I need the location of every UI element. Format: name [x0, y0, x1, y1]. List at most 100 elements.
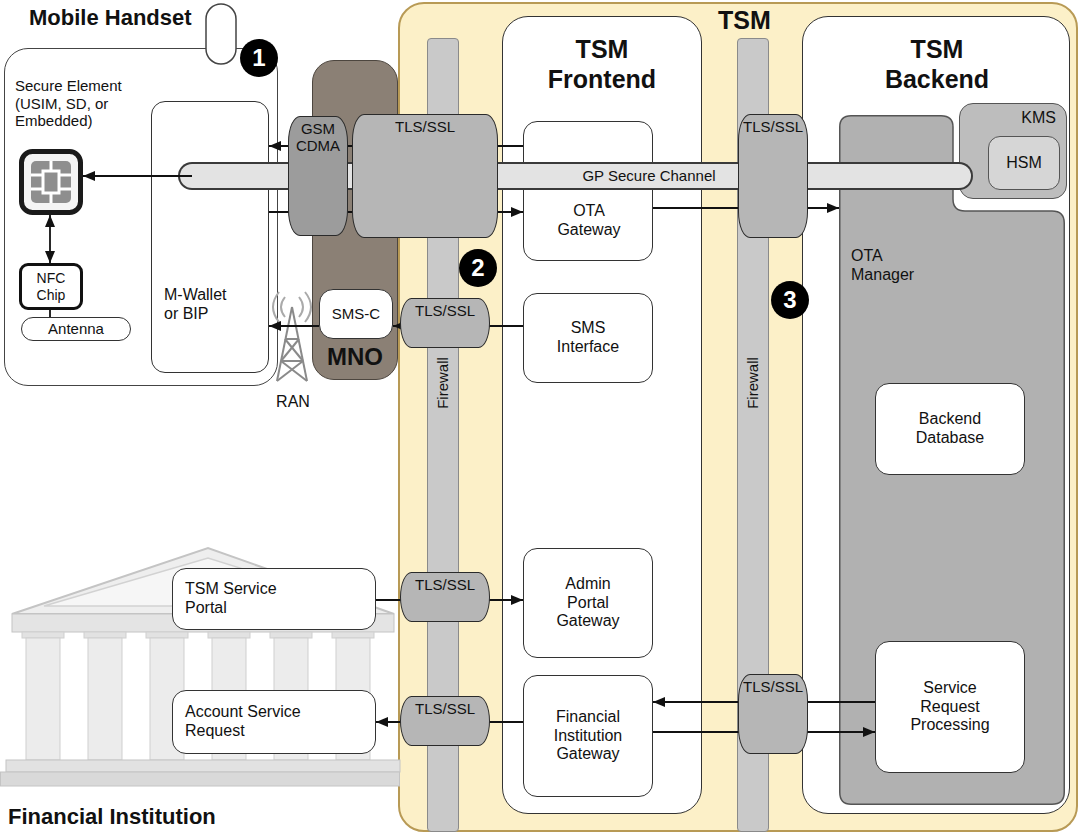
chip-contacts — [31, 161, 71, 203]
heading-label: TSM Frontend — [537, 35, 667, 94]
heading-label: TSM — [718, 6, 818, 36]
channel-label: GP Secure Channel — [566, 166, 732, 186]
chip-contact-line — [31, 174, 43, 177]
building-column — [26, 638, 60, 760]
label-holder: 2 — [459, 249, 497, 287]
ota-manager-shape — [840, 116, 1065, 805]
secure-element-chip: Secure Element (USIM, SD, or Embedded) — [19, 149, 83, 215]
heading-label: Financial Institution — [8, 804, 328, 830]
building-column — [88, 638, 122, 760]
protocol-collar: TLS/SSL — [400, 572, 490, 622]
tower-strut — [277, 361, 303, 381]
label-holder: TLS/SSL — [738, 114, 808, 238]
heading-label: Firewall — [744, 357, 762, 409]
arrow-connector — [269, 326, 319, 327]
heading-label: Mobile Handset — [29, 5, 249, 31]
tower-strut — [281, 339, 299, 361]
label-holder: 1 — [240, 39, 278, 77]
handset-outline: Mobile HandsetSecure Element (USIM, SD, … — [4, 48, 278, 386]
protocol-collar: GSM CDMA — [288, 116, 348, 236]
gateway-box: Financial Institution Gateway — [523, 675, 653, 797]
label-holder: TLS/SSL — [738, 674, 808, 754]
box-label: NFC Chip — [28, 270, 74, 303]
tower-strut — [281, 360, 303, 362]
box-label: Backend Database — [905, 410, 995, 448]
building-step — [1, 772, 400, 786]
callout-number: 1 — [240, 39, 278, 77]
network-label: RAN — [268, 392, 318, 412]
column-capital — [208, 632, 250, 638]
label-holder: GP Secure Channel — [566, 166, 732, 186]
connector-line — [49, 215, 51, 263]
chip-contact-line — [31, 188, 43, 191]
label-holder: TLS/SSL — [400, 696, 490, 746]
wallet-box: M-Wallet or BIP — [151, 101, 269, 373]
box-label: Account Service Request — [185, 703, 315, 741]
box-label: Antenna — [48, 320, 104, 338]
label-holder: TLS/SSL — [400, 572, 490, 622]
heading-label: OTA Gateway — [549, 202, 629, 240]
database-box: Backend Database — [875, 383, 1025, 475]
box-label: SMS-C — [332, 305, 380, 323]
protocol-collar: TLS/SSL — [400, 696, 490, 746]
box-label: SMS Interface — [548, 319, 628, 357]
frontend-panel: TSM FrontendOTA GatewaySMS InterfaceAdmi… — [502, 16, 702, 814]
nfc-chip-box: NFC Chip — [19, 263, 83, 310]
box-label: HSM — [1006, 154, 1042, 173]
antenna-box: Antenna — [21, 317, 131, 341]
connector-line — [269, 325, 319, 327]
heading-label: TSM Backend — [872, 35, 1002, 94]
antenna-illustration — [205, 3, 239, 67]
heading-label: KMS — [960, 109, 1056, 128]
antenna-shape — [206, 4, 236, 64]
arrow-connector — [50, 215, 51, 263]
box-label: Financial Institution Gateway — [543, 708, 633, 765]
label-holder: GSM CDMA — [288, 116, 348, 236]
bank-building: Financial InstitutionTSM Service PortalA… — [0, 540, 400, 802]
gateway-box: OTA Gateway — [523, 121, 653, 261]
radio-wave — [273, 292, 279, 322]
radio-wave — [305, 292, 311, 322]
key-management-box: KMS HSM — [959, 103, 1067, 199]
column-capital — [146, 632, 188, 638]
chip-contact-line — [59, 174, 71, 177]
connector-line — [83, 175, 192, 177]
gateway-box: Admin Portal Gateway — [523, 548, 653, 658]
callout-number: 2 — [459, 249, 497, 287]
backend-panel: TSM BackendKMS HSMOTA ManagerBackend Data… — [802, 16, 1070, 814]
protocol-collar: TLS/SSL — [738, 674, 808, 754]
request-box: Account Service Request — [172, 690, 376, 754]
column-capital — [332, 632, 374, 638]
hsm-box: HSM — [988, 136, 1060, 190]
label-holder: TLS/SSL — [352, 114, 498, 238]
processing-box: Service Request Processing — [875, 641, 1025, 773]
box-label: TSM Service Portal — [185, 580, 295, 618]
tower-strut — [281, 361, 307, 381]
protocol-collar: TLS/SSL — [400, 298, 490, 348]
arrow-connector — [50, 310, 51, 317]
interface-box: SMS Interface — [523, 293, 653, 383]
box-label: Admin Portal Gateway — [553, 575, 623, 632]
tower-strut — [285, 339, 303, 361]
heading-label: M-Wallet or BIP — [164, 286, 236, 324]
protocol-collar: TLS/SSL — [738, 114, 808, 238]
chip-illustration — [19, 149, 83, 215]
label-holder: TLS/SSL — [400, 298, 490, 348]
heading-label: Firewall — [434, 357, 452, 409]
chip-body — [22, 152, 81, 213]
connector-line — [49, 310, 51, 317]
building-step — [6, 760, 400, 772]
secure-channel-tube — [83, 176, 959, 177]
label-holder: 3 — [771, 281, 809, 319]
portal-box: TSM Service Portal — [172, 568, 376, 630]
label-holder: RAN — [268, 392, 318, 412]
chip-contact-line — [59, 188, 71, 191]
radio-tower — [261, 289, 323, 385]
column-capital — [270, 632, 312, 638]
callout-number: 3 — [771, 281, 809, 319]
protocol-collar: TLS/SSL — [352, 114, 498, 238]
ota-manager-region: OTA ManagerBackend DatabaseService Reque… — [839, 115, 1065, 805]
chip-contact-line — [43, 171, 59, 193]
column-capital — [22, 632, 64, 638]
